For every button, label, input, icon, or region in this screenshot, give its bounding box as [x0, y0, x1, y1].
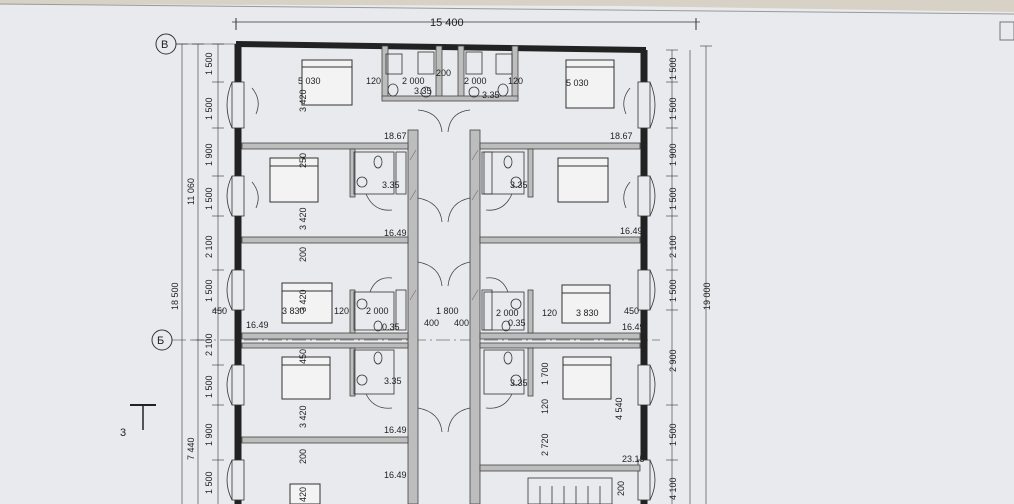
area-bath-top-right: 3.35 [482, 90, 500, 100]
dim-inner-450: 450 [298, 349, 308, 364]
staircase [527, 477, 613, 504]
bed-4-right [562, 356, 612, 400]
dim-right-4: 1 500 [668, 187, 678, 210]
dim-left-5: 2 100 [204, 235, 214, 258]
dim-left-18500: 18 500 [170, 282, 180, 310]
dim-overall-width: 15 400 [430, 17, 464, 29]
dim-3830-left: 3 830 [282, 306, 305, 316]
dim-inner-200-a: 200 [298, 247, 308, 262]
area-16.49-mid-right: 16.49 [622, 322, 645, 332]
dim-inner-250: 250 [298, 153, 308, 168]
dim-inner-3420-c: 3 420 [298, 289, 308, 312]
area-0.35-left: 0.35 [382, 322, 400, 332]
section-marker: 3 [120, 427, 126, 439]
dim-right-6: 1 500 [668, 279, 678, 302]
dim-2000-top-left: 2 000 [402, 76, 425, 86]
dim-left-9: 1 900 [204, 423, 214, 446]
dim-left-7: 2 100 [204, 333, 214, 356]
dim-right-9: 4 100 [668, 477, 678, 500]
dim-left-8: 1 500 [204, 375, 214, 398]
dim-left-3: 1 900 [204, 143, 214, 166]
dim-right-2720: 2 720 [540, 433, 550, 456]
area-bath-mid-right: 3.35 [510, 180, 528, 190]
area-16.49-left: 16.49 [384, 228, 407, 238]
area-bath-mid-left: 3.35 [382, 180, 400, 190]
doors [251, 87, 631, 433]
bed-3-right [561, 284, 611, 324]
dim-right-3: 1 900 [668, 143, 678, 166]
dim-right-1: 1 500 [668, 57, 678, 80]
dim-left-2: 1 500 [204, 97, 214, 120]
dim-5030-right: 5 030 [566, 78, 589, 88]
dim-right-1700: 1 700 [540, 362, 550, 385]
bed-4-left [281, 356, 331, 400]
table-edge [0, 0, 1014, 12]
dim-450-left: 450 [212, 306, 227, 316]
dim-right-4540: 4 540 [614, 397, 624, 420]
dim-2000-top-right: 2 000 [464, 76, 487, 86]
dim-inner-3420-b: 3 420 [298, 207, 308, 230]
area-23.15: 23.15 [622, 454, 645, 464]
dim-450-right: 450 [624, 306, 639, 316]
dim-left-1: 1 500 [204, 52, 214, 75]
bed-2-right [557, 157, 609, 203]
dim-right-8: 1 500 [668, 423, 678, 446]
dim-5030-left: 5 030 [298, 76, 321, 86]
dim-3830-right: 3 830 [576, 308, 599, 318]
dim-left-11060: 11 060 [186, 178, 196, 205]
dim-120-top-left: 120 [366, 76, 381, 86]
bed-5-left [289, 483, 321, 504]
area-16.49-mid-left: 16.49 [246, 320, 269, 330]
bed-2-left [269, 157, 319, 203]
area-bath-low-right: 3.35 [510, 378, 528, 388]
axis-label-v: В [161, 39, 168, 51]
interior-walls [241, 45, 641, 504]
right-dimension-lines [666, 45, 712, 504]
dim-left-4: 1 500 [204, 187, 214, 210]
area-0.35-right: 0.35 [508, 318, 526, 328]
dim-inner-200-b: 200 [298, 449, 308, 464]
windows [226, 81, 656, 501]
dim-left-7440: 7 440 [186, 437, 196, 460]
dim-right-200: 200 [616, 481, 626, 496]
dim-2000-mid-left: 2 000 [366, 306, 389, 316]
dim-400-left: 400 [424, 318, 439, 328]
dim-120-mid-right: 120 [542, 308, 557, 318]
dim-200-top: 200 [436, 68, 451, 78]
plumbing-fixtures [353, 51, 525, 395]
dim-1800-corridor: 1 800 [436, 306, 459, 316]
area-bath-top-left: 3.35 [414, 86, 432, 96]
dim-right-5: 2 100 [668, 235, 678, 258]
dim-inner-420: 420 [298, 487, 308, 502]
dim-right-19000: 19 000 [702, 282, 712, 310]
bed-top-right [565, 59, 615, 109]
area-bath-low-left: 3.35 [384, 376, 402, 386]
area-16.49-c: 16.49 [384, 425, 407, 435]
dim-120-mid-left: 120 [334, 306, 349, 316]
dim-right-2: 1 500 [668, 97, 678, 120]
dim-400-right: 400 [454, 318, 469, 328]
dim-inner-3420-a: 3 420 [298, 89, 308, 112]
area-16.49-d: 16.49 [384, 470, 407, 480]
axis-label-b: Б [157, 335, 164, 347]
dim-right-7: 2 900 [668, 349, 678, 372]
dim-right-120: 120 [540, 399, 550, 414]
area-16.49-right: 16.49 [620, 226, 643, 236]
left-dimension-lines [176, 43, 224, 504]
bed-3-left [281, 282, 333, 324]
dim-120-top-right: 120 [508, 76, 523, 86]
area-18.67-right: 18.67 [610, 131, 633, 141]
dim-inner-3420-d: 3 420 [298, 405, 308, 428]
dim-2000-mid-right: 2 000 [496, 308, 519, 318]
dim-left-10: 1 500 [204, 471, 214, 494]
beds [269, 59, 615, 504]
wall-hatching [409, 149, 479, 301]
area-18.67-left: 18.67 [384, 131, 407, 141]
dim-left-6: 1 500 [204, 279, 214, 302]
